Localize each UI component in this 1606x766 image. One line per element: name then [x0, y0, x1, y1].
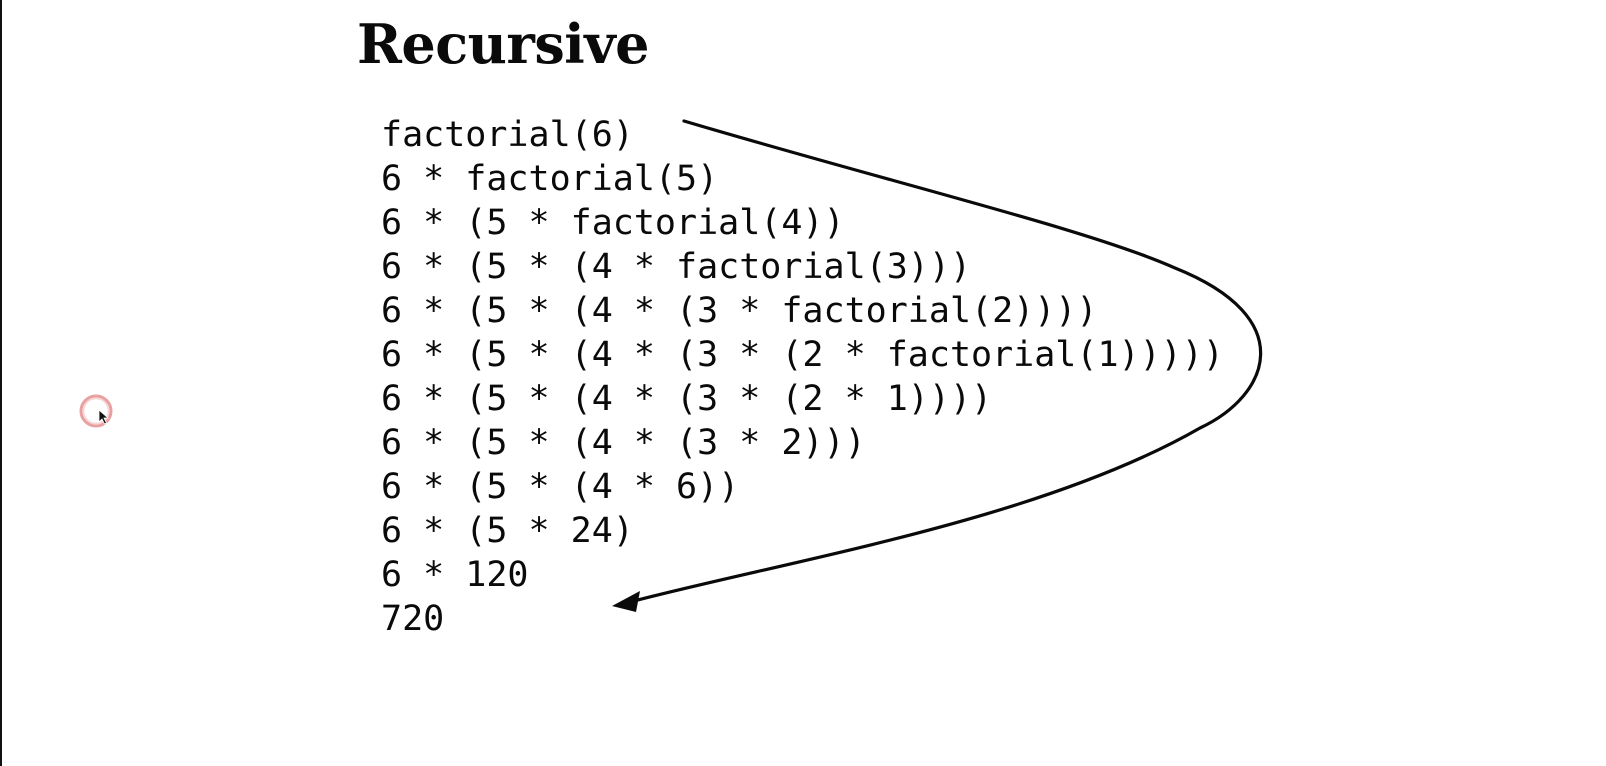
code-line: 6 * (5 * (4 * factorial(3))): [381, 247, 972, 287]
code-line: 6 * factorial(5): [381, 159, 719, 199]
code-line: 6 * (5 * (4 * 6)): [381, 467, 740, 507]
code-line: 6 * (5 * 24): [381, 511, 634, 551]
cursor-icon: [79, 394, 113, 428]
code-line: 6 * (5 * (4 * (3 * factorial(2)))): [381, 291, 1098, 331]
code-line: 6 * (5 * (4 * (3 * 2))): [381, 423, 866, 463]
code-line: 6 * (5 * (4 * (3 * (2 * factorial(1))))): [381, 335, 1224, 375]
code-line: factorial(6): [381, 115, 634, 155]
code-line: 720: [381, 599, 445, 639]
code-line: 6 * (5 * (4 * (3 * (2 * 1)))): [381, 379, 993, 419]
slide-title: Recursive: [357, 12, 649, 76]
code-line: 6 * (5 * factorial(4)): [381, 203, 845, 243]
code-line: 6 * 120: [381, 555, 529, 595]
code-expansion-list: factorial(6) 6 * factorial(5) 6 * (5 * f…: [381, 113, 1224, 641]
window-left-border: [0, 0, 2, 766]
